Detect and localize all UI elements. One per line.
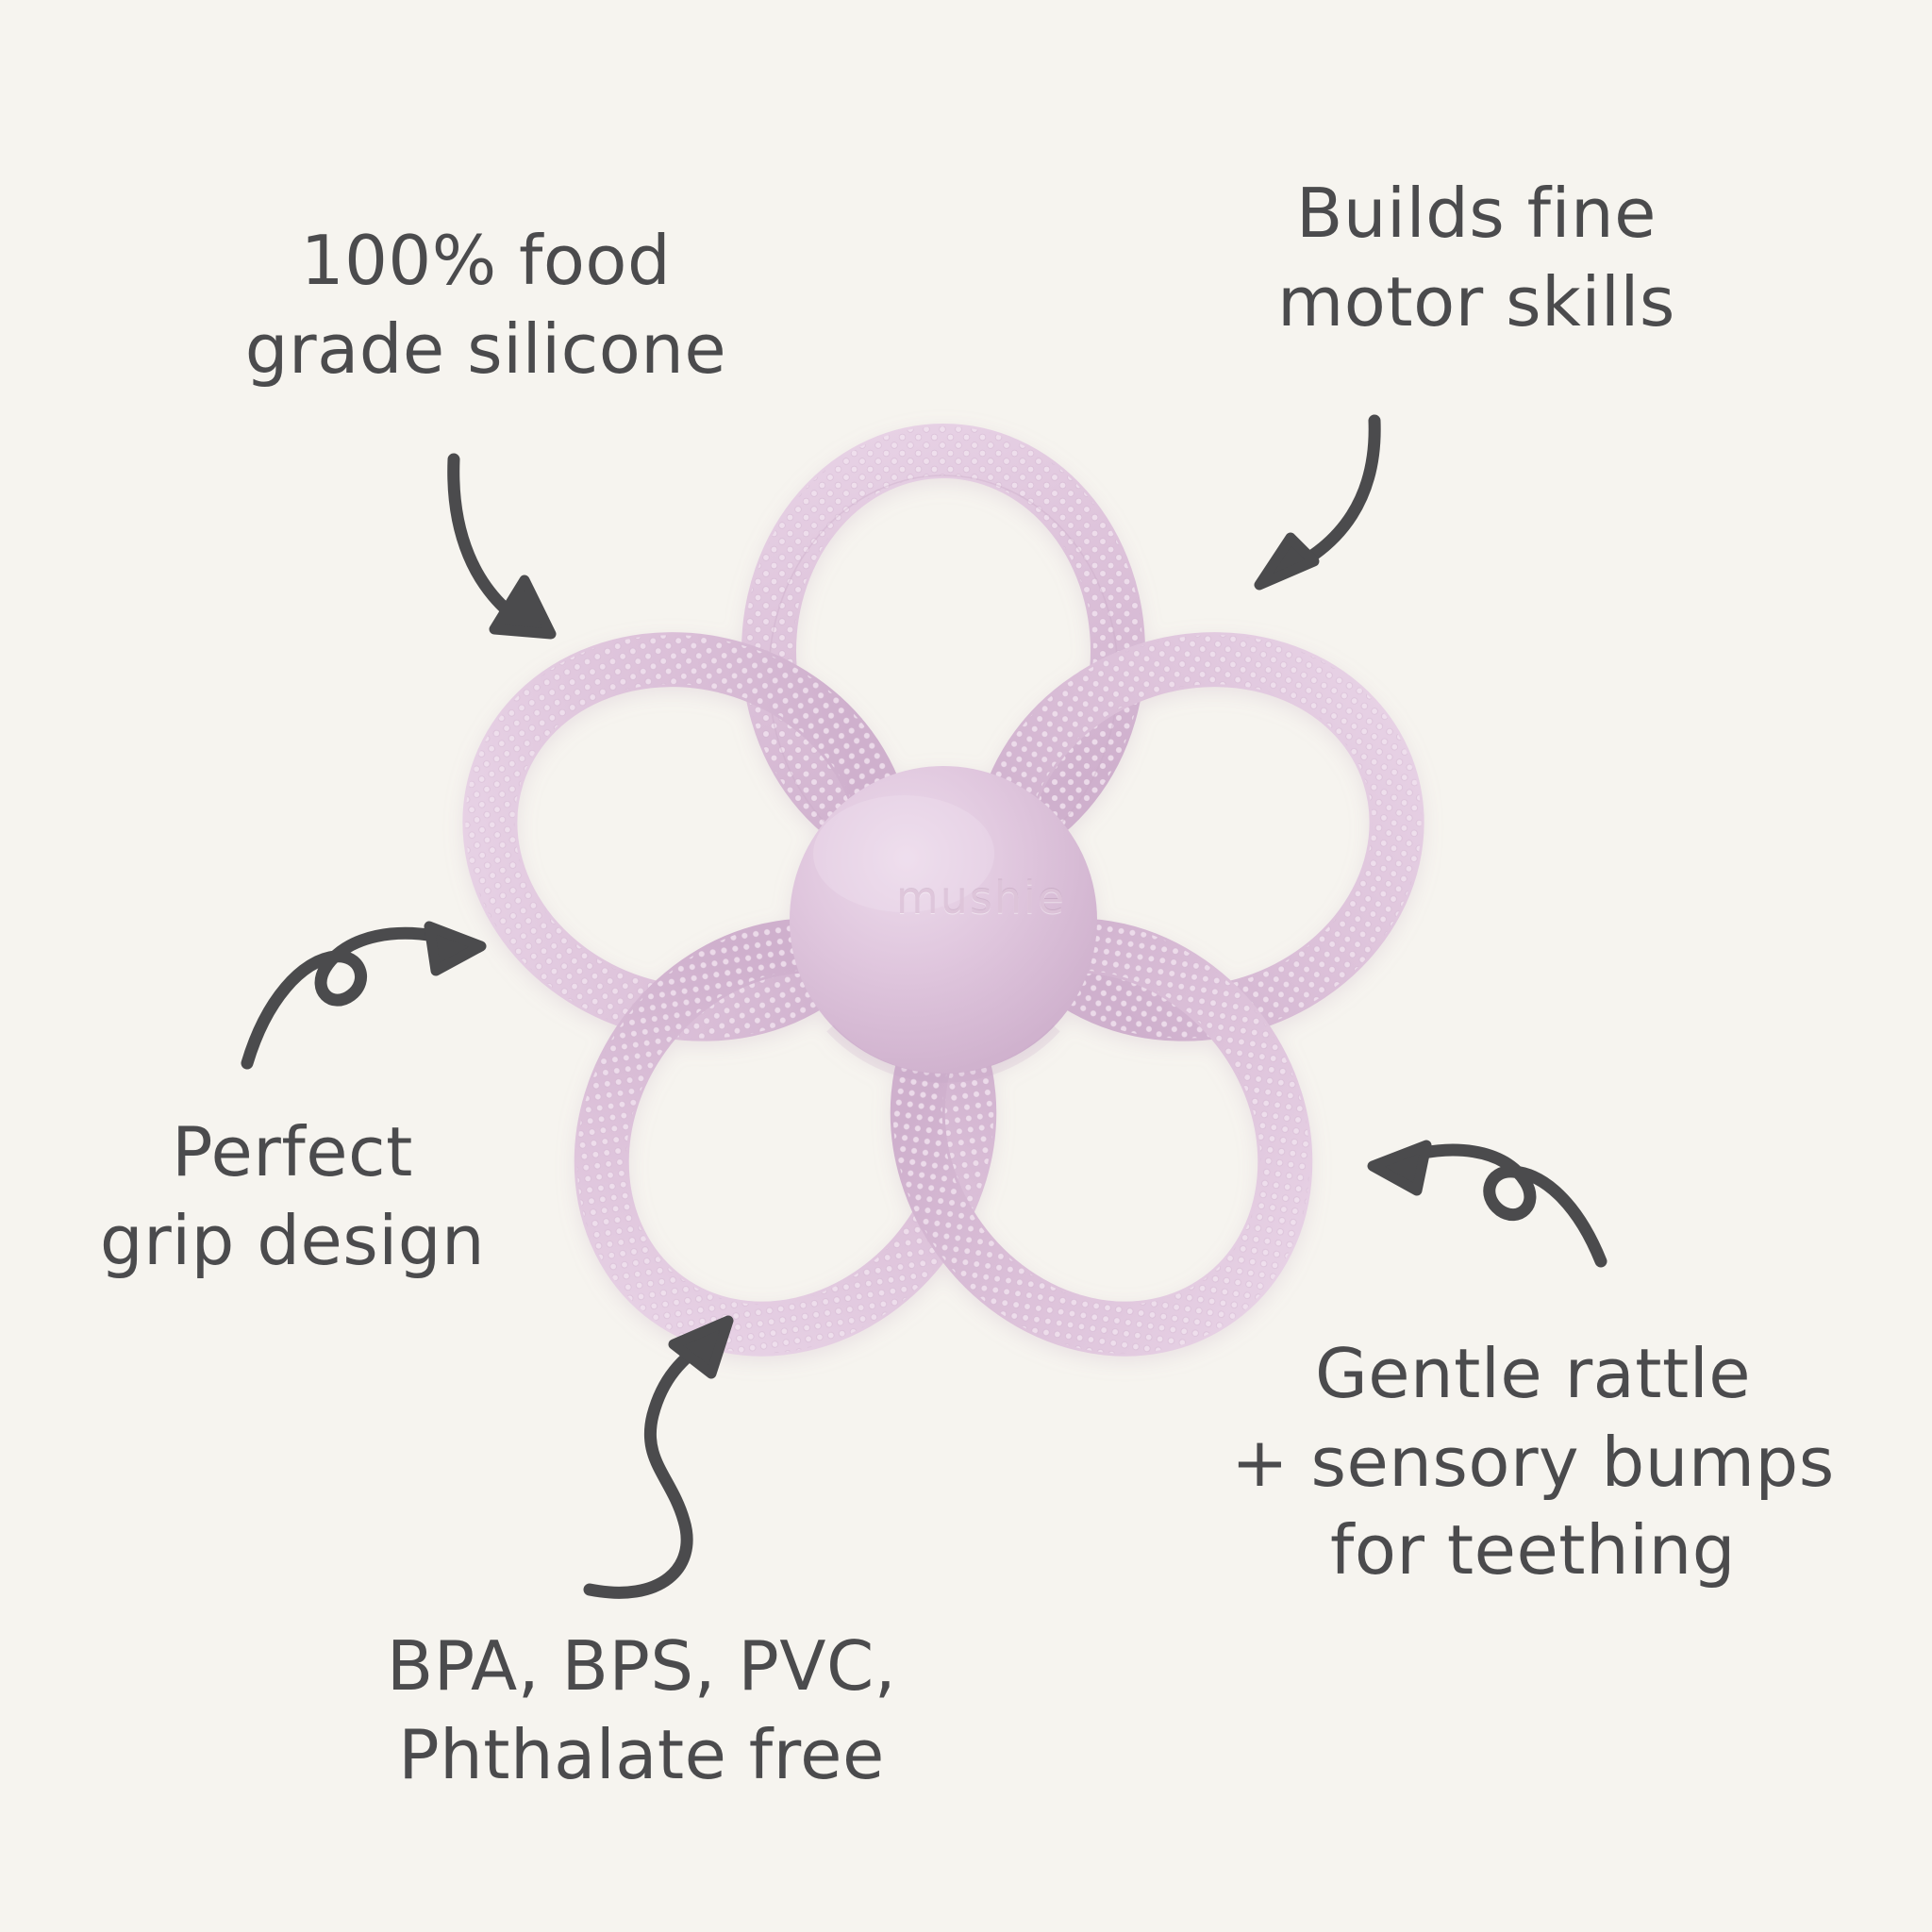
callout-rattle-bumps: Gentle rattle + sensory bumps for teethi… [1231, 1334, 1835, 1591]
callout-grip-design: Perfect grip design [99, 1112, 486, 1280]
callout-free-of: BPA, BPS, PVC, Phthalate free [386, 1626, 897, 1794]
callout-motor-skills: Builds fine motor skills [1277, 174, 1675, 341]
center-hub [790, 766, 1097, 1083]
petal-group [462, 424, 1424, 1357]
arrow-grip-design [241, 921, 487, 1070]
arrow-motor-skills [1254, 414, 1381, 591]
callout-food-grade: 100% food grade silicone [244, 221, 727, 389]
arrow-free-of [583, 1315, 734, 1599]
arrow-food-grade [447, 453, 557, 640]
arrow-rattle-bumps [1367, 1140, 1607, 1268]
